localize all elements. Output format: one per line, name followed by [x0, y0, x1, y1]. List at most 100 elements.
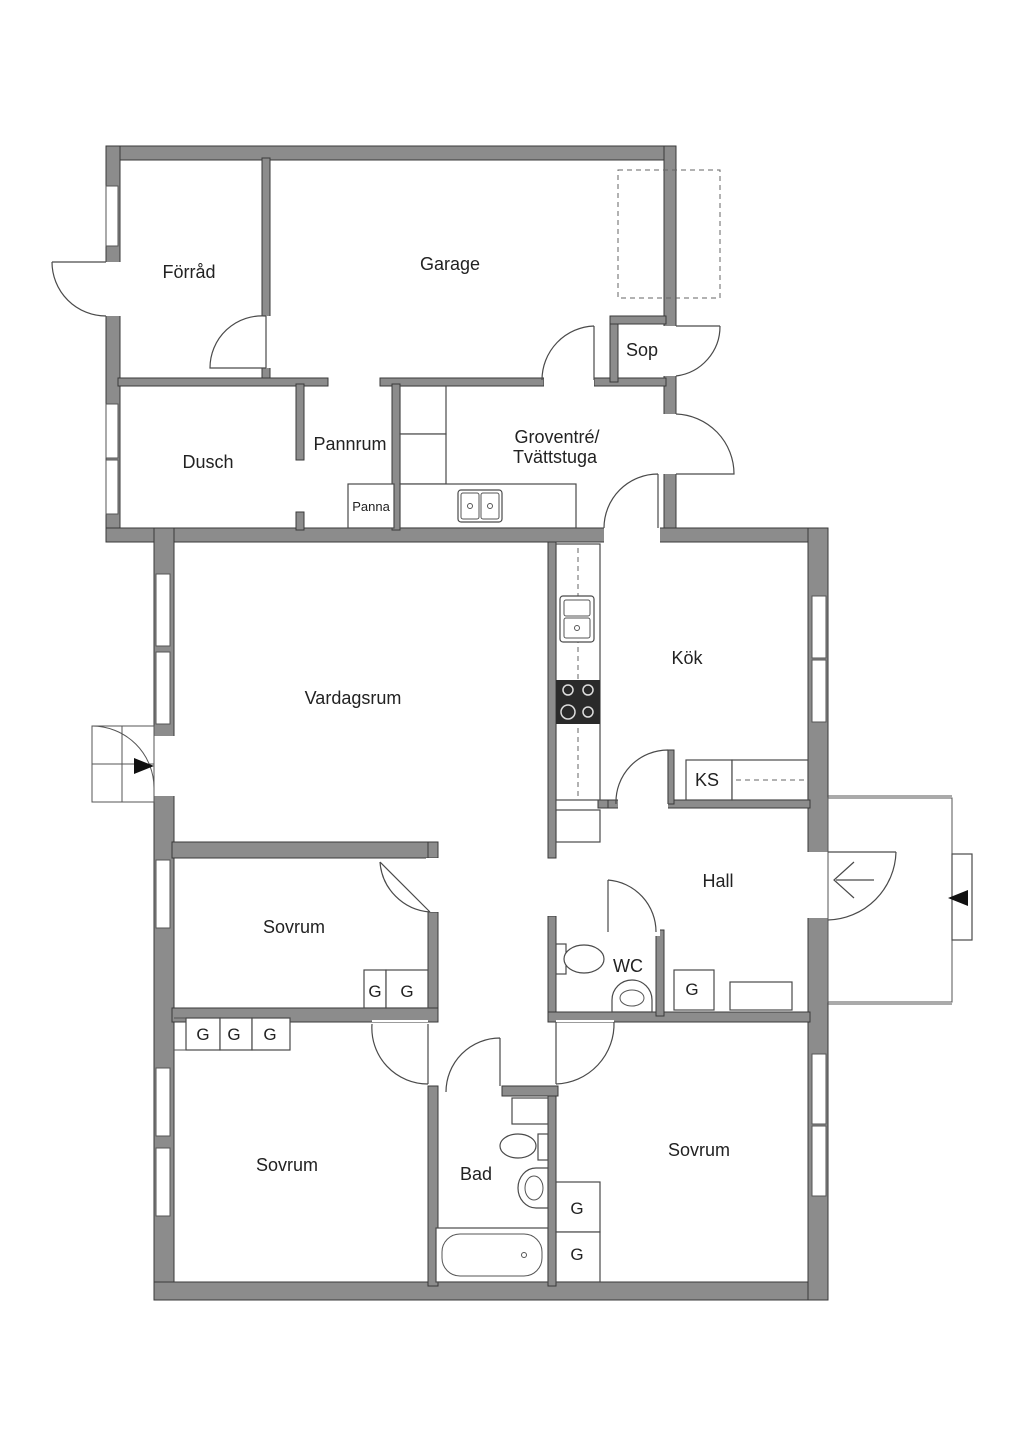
bench: [729, 981, 793, 1011]
wardrobe: [385, 969, 429, 1009]
wall: [117, 377, 329, 387]
wall: [547, 915, 557, 1023]
wardrobe-label: G: [227, 1025, 240, 1044]
windows: [105, 185, 827, 1217]
window: [155, 651, 171, 725]
room-label-panna: Panna: [352, 499, 390, 514]
wall: [153, 1281, 829, 1301]
wall: [547, 1011, 811, 1023]
wall: [547, 541, 557, 859]
room-label-kok: Kök: [671, 648, 703, 668]
room-labels: Förråd Garage Sop Dusch Pannrum Panna Gr…: [162, 254, 733, 1184]
toilet-icon: [537, 1133, 549, 1161]
room-label-sovrum: Sovrum: [263, 917, 325, 937]
wall: [609, 315, 619, 383]
parking-spot: [617, 169, 721, 299]
wall: [655, 929, 665, 1017]
wall: [427, 841, 439, 859]
wardrobe-label: G: [570, 1199, 583, 1218]
entry-arrow-icon: [948, 890, 968, 906]
wardrobe-label: G: [400, 982, 413, 1001]
wardrobe: [555, 1231, 601, 1283]
window: [105, 185, 119, 247]
wall: [597, 799, 609, 809]
wardrobe: [673, 969, 715, 1011]
sink-icon: [457, 489, 503, 523]
wardrobe-label: G: [263, 1025, 276, 1044]
room-label-bad: Bad: [460, 1164, 492, 1184]
wardrobe-label: G: [570, 1245, 583, 1264]
bathtub-icon: [435, 1227, 549, 1283]
room-label-sop: Sop: [626, 340, 658, 360]
wardrobe-label: G: [685, 980, 698, 999]
room-label-groventre: Groventré/: [514, 427, 599, 447]
washbasin-icon: [517, 1167, 549, 1209]
door-swing: [607, 879, 657, 933]
porch: [827, 797, 953, 1003]
wardrobe-label: G: [196, 1025, 209, 1044]
door-swing: [371, 1023, 429, 1085]
window: [155, 1067, 171, 1137]
window: [811, 1053, 827, 1125]
window: [105, 459, 119, 515]
wardrobe: [219, 1017, 253, 1051]
outdoor: [91, 169, 973, 1005]
wall: [295, 383, 305, 461]
room-label-dusch: Dusch: [182, 452, 233, 472]
cabinet: [511, 1097, 549, 1125]
door-swing: [603, 473, 659, 529]
door-swing: [827, 851, 897, 921]
cabinet: [555, 809, 601, 843]
door-swing: [445, 1037, 501, 1093]
door-swing: [555, 1021, 615, 1085]
door-swing: [209, 315, 267, 369]
fixtures: [174, 385, 809, 1283]
toilet-icon: [563, 944, 605, 974]
room-label-sovrum: Sovrum: [668, 1140, 730, 1160]
window: [155, 573, 171, 647]
counter: [731, 759, 809, 801]
wall: [171, 841, 439, 859]
wardrobe-labels: G G G G G G G G: [196, 980, 698, 1264]
fridge-freezer: [685, 759, 733, 801]
sink-icon: [559, 595, 595, 643]
wall: [547, 1085, 557, 1287]
kitchen-counter: [555, 543, 601, 801]
door-swing: [675, 325, 721, 377]
room-label-hall: Hall: [702, 871, 733, 891]
room-label-sovrum: Sovrum: [256, 1155, 318, 1175]
room-label-pannrum: Pannrum: [313, 434, 386, 454]
shelf: [399, 433, 447, 485]
door-swing: [541, 325, 595, 381]
shelf: [399, 385, 447, 435]
walls: [105, 145, 829, 1301]
window: [155, 859, 171, 929]
wardrobe-label: G: [368, 982, 381, 1001]
door-swing: [379, 861, 431, 913]
washbasin-icon: [611, 979, 653, 1013]
wall: [105, 527, 829, 543]
toilet-icon: [499, 1133, 537, 1159]
boiler: [347, 483, 395, 529]
window: [811, 595, 827, 659]
wardrobe: [185, 1017, 221, 1051]
wardrobe: [251, 1017, 291, 1051]
room-label-vardagsrum: Vardagsrum: [305, 688, 402, 708]
wall: [105, 145, 677, 161]
window: [105, 403, 119, 459]
wall: [501, 1085, 559, 1097]
door-swing: [51, 261, 107, 317]
window: [811, 659, 827, 723]
wall: [667, 749, 675, 805]
room-label-forrad: Förråd: [162, 262, 215, 282]
label-ks: KS: [695, 770, 719, 790]
window: [155, 1147, 171, 1217]
wall: [427, 911, 439, 1023]
door-swing: [615, 749, 669, 805]
wardrobe: [555, 1181, 601, 1233]
window: [811, 1125, 827, 1197]
wall: [609, 315, 667, 325]
wall: [427, 1085, 439, 1287]
room-label-garage: Garage: [420, 254, 480, 274]
